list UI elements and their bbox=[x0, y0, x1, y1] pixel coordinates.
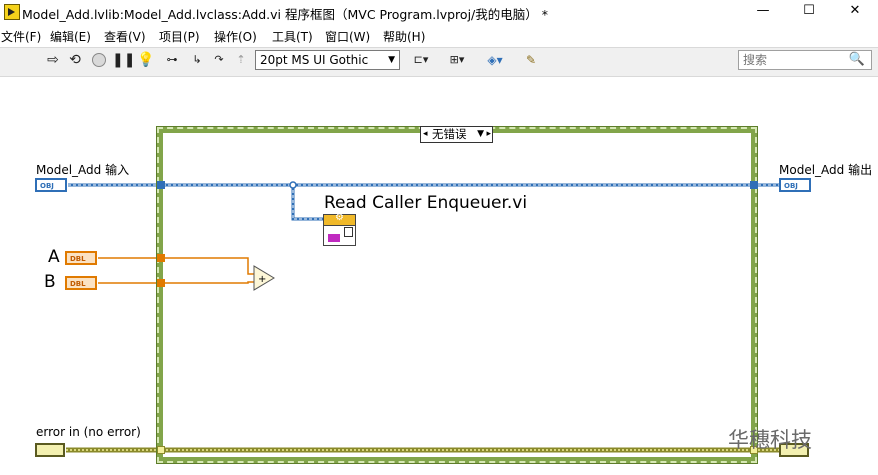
chevron-down-icon: ▼ bbox=[388, 55, 395, 65]
add-symbol: + bbox=[258, 274, 266, 285]
menu-operate[interactable]: 操作(O) bbox=[214, 30, 257, 44]
model-in-terminal[interactable]: OBJ bbox=[35, 178, 67, 192]
menu-project[interactable]: 项目(P) bbox=[159, 30, 200, 44]
read-caller-enqueuer-subvi[interactable] bbox=[323, 212, 356, 246]
model-out-label: Model_Add 输出 bbox=[779, 163, 873, 177]
run-arrow-icon[interactable]: ⇨ bbox=[47, 52, 59, 68]
pause-icon[interactable]: ❚❚ bbox=[112, 52, 136, 68]
close-button[interactable]: ✕ bbox=[849, 3, 861, 18]
minimize-button[interactable]: — bbox=[756, 3, 770, 18]
search-input[interactable] bbox=[743, 52, 843, 68]
reorder-icon[interactable]: ◈▾ bbox=[487, 53, 503, 67]
maximize-button[interactable]: ☐ bbox=[803, 3, 815, 18]
object-wire bbox=[68, 181, 780, 221]
retain-wire-values-icon[interactable]: ⊶ bbox=[166, 53, 178, 66]
toolbar bbox=[0, 47, 878, 77]
error-input-tunnel[interactable] bbox=[157, 446, 165, 454]
error-output-tunnel[interactable] bbox=[750, 446, 758, 454]
error-out-terminal[interactable] bbox=[779, 443, 809, 457]
font-select-value: 20pt MS UI Gothic bbox=[260, 53, 369, 67]
title-bar bbox=[0, 0, 878, 24]
labview-app-icon bbox=[4, 4, 20, 20]
run-continuously-icon[interactable]: ⟲ bbox=[69, 52, 81, 68]
search-icon[interactable]: 🔍 bbox=[848, 52, 865, 67]
object-output-tunnel[interactable] bbox=[750, 181, 758, 189]
object-input-tunnel[interactable] bbox=[157, 181, 165, 189]
step-into-icon[interactable]: ↳ bbox=[192, 53, 202, 66]
highlight-execution-icon[interactable]: 💡 bbox=[137, 52, 155, 68]
menu-help[interactable]: 帮助(H) bbox=[383, 30, 426, 44]
abort-icon[interactable] bbox=[90, 51, 108, 69]
error-in-terminal[interactable] bbox=[35, 443, 65, 457]
subvi-label: Read Caller Enqueuer.vi bbox=[324, 193, 528, 213]
chevron-left-icon[interactable]: ◂ bbox=[423, 129, 428, 139]
gear-icon bbox=[324, 212, 355, 226]
error-in-label: error in (no error) bbox=[36, 425, 141, 439]
add-node[interactable]: + bbox=[253, 265, 275, 291]
menu-file[interactable]: 文件(F) bbox=[1, 30, 42, 44]
menu-window[interactable]: 窗口(W) bbox=[325, 30, 371, 44]
menu-view[interactable]: 查看(V) bbox=[104, 30, 146, 44]
chevron-down-icon[interactable]: ▼ bbox=[477, 129, 484, 139]
menu-edit[interactable]: 编辑(E) bbox=[50, 30, 91, 44]
b-label: B bbox=[44, 272, 56, 292]
cleanup-diagram-icon[interactable]: ✎ bbox=[525, 53, 537, 67]
step-out-icon[interactable]: ⇡ bbox=[236, 53, 246, 66]
a-terminal[interactable]: DBL bbox=[65, 251, 97, 265]
align-objects-icon[interactable]: ⊏▾ bbox=[413, 53, 429, 66]
case-selector-value: 无错误 bbox=[432, 127, 467, 141]
a-label: A bbox=[48, 247, 60, 267]
numeric-wire bbox=[98, 257, 254, 284]
font-select[interactable]: 20pt MS UI Gothic ▼ bbox=[255, 50, 400, 70]
case-structure-frame[interactable] bbox=[156, 126, 758, 464]
b-terminal[interactable]: DBL bbox=[65, 276, 97, 290]
case-selector[interactable]: ◂ 无错误 ▼ ▸ bbox=[420, 126, 493, 143]
b-input-tunnel[interactable] bbox=[157, 279, 165, 287]
chevron-right-icon[interactable]: ▸ bbox=[486, 129, 491, 139]
menu-tools[interactable]: 工具(T) bbox=[272, 30, 313, 44]
search-box[interactable]: 🔍 bbox=[738, 50, 872, 70]
window-title: Model_Add.lvlib:Model_Add.lvclass:Add.vi… bbox=[22, 7, 548, 22]
a-input-tunnel[interactable] bbox=[157, 254, 165, 262]
distribute-objects-icon[interactable]: ⊞▾ bbox=[449, 53, 465, 66]
watermark: 华穗科技 bbox=[728, 428, 812, 452]
model-in-label: Model_Add 输入 bbox=[36, 163, 130, 177]
step-over-icon[interactable]: ↷ bbox=[214, 53, 224, 66]
document-icon bbox=[344, 227, 353, 237]
model-out-terminal[interactable]: OBJ bbox=[779, 178, 811, 192]
queue-icon bbox=[328, 234, 340, 242]
